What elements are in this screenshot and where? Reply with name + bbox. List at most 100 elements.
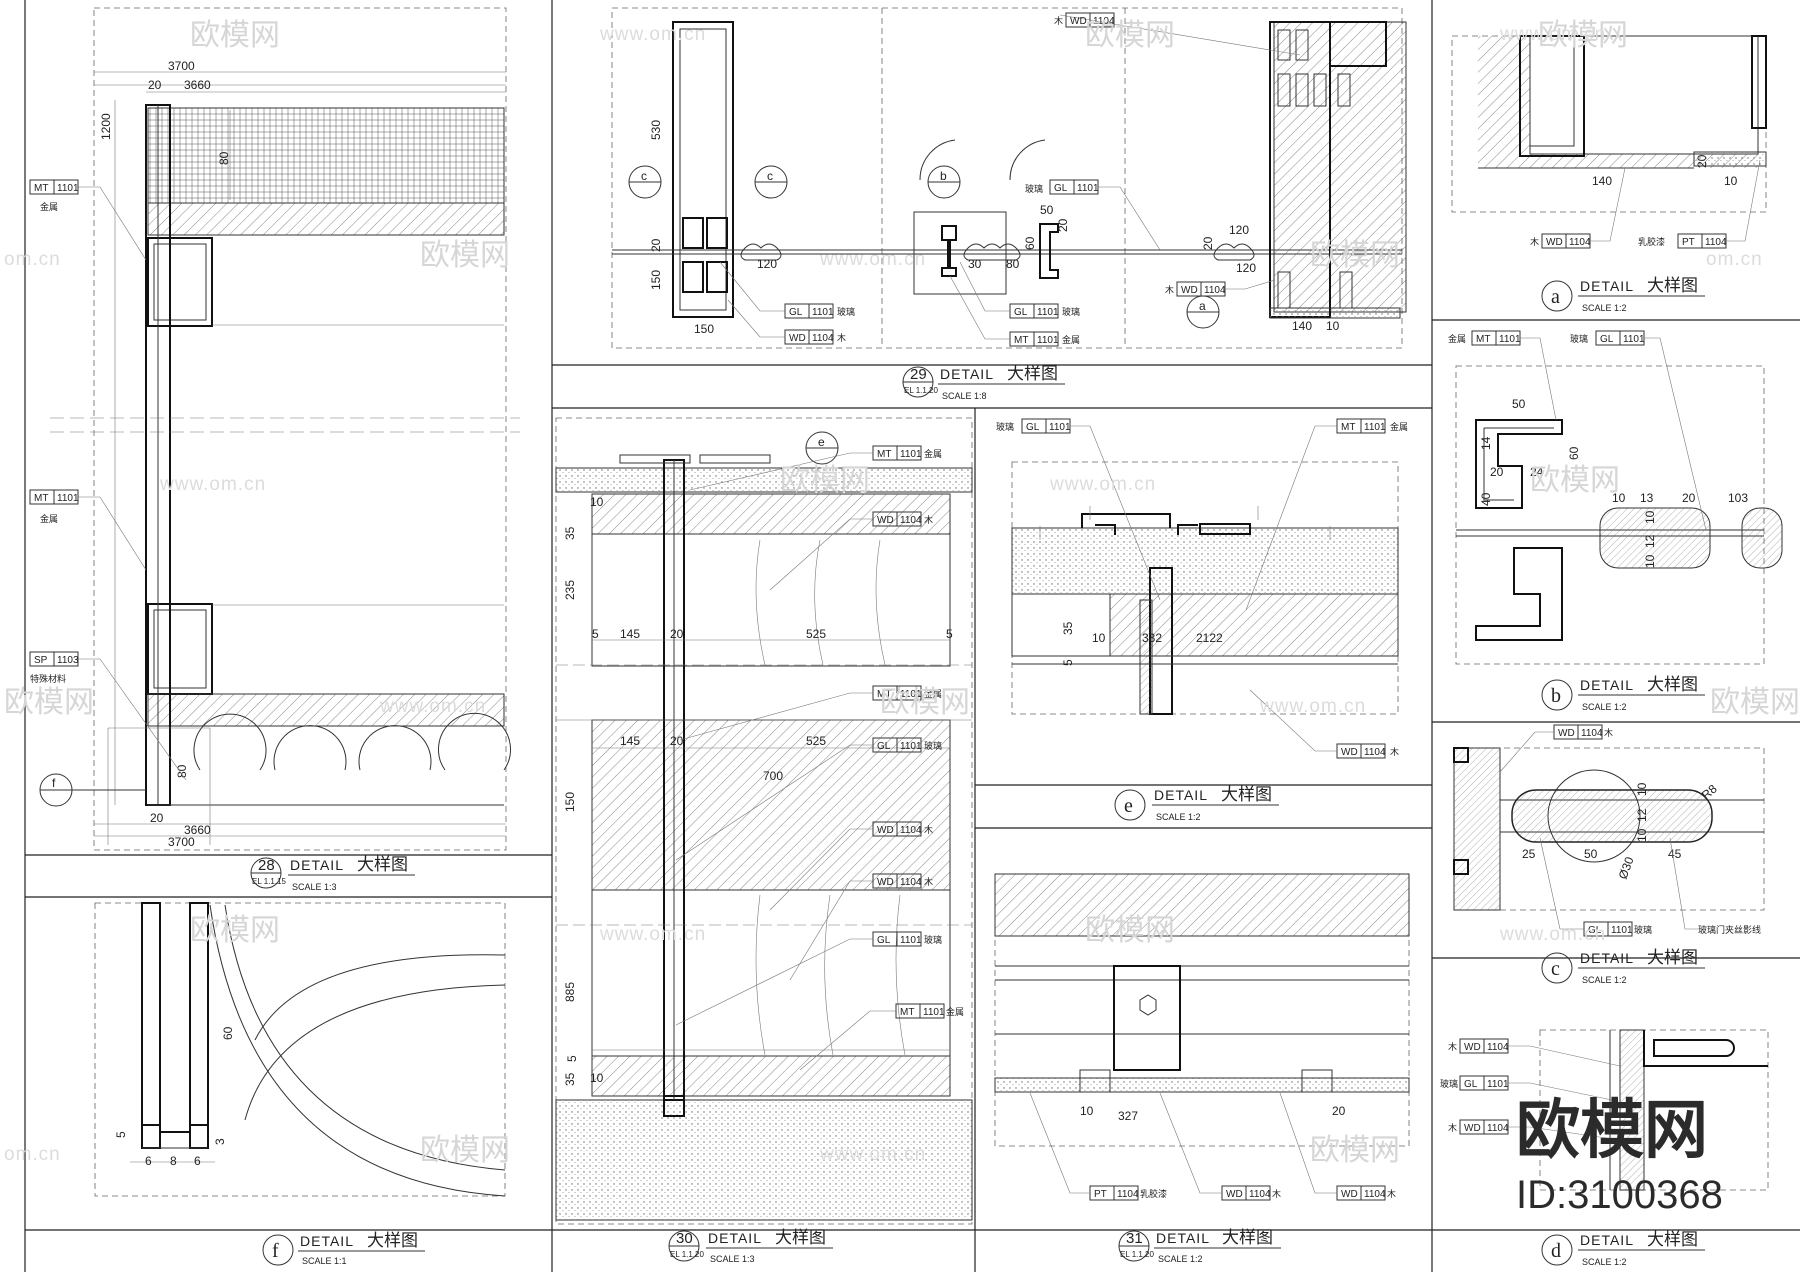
svg-text:木: 木 (924, 824, 933, 836)
svg-text:1101: 1101 (1037, 335, 1059, 346)
panel-c-title: c DETAIL 大样图 SCALE 1:2 (1541, 948, 1705, 985)
svg-text:金属: 金属 (1390, 421, 1408, 433)
svg-text:12: 12 (1635, 808, 1649, 822)
svg-text:50: 50 (1584, 847, 1598, 861)
svg-text:DETAIL: DETAIL (1154, 787, 1208, 803)
watermark-url: om.cn (1706, 249, 1763, 270)
watermark-url: www.om.cn (159, 474, 266, 495)
watermark-logo: 欧模网 (420, 238, 510, 273)
svg-text:大样图: 大样图 (1647, 276, 1698, 296)
svg-text:10: 10 (590, 495, 604, 509)
svg-text:玻璃: 玻璃 (924, 740, 942, 752)
svg-text:b: b (1551, 685, 1561, 707)
svg-text:DETAIL: DETAIL (1156, 1230, 1210, 1246)
watermark-logo: 欧模网 (190, 913, 280, 948)
panel-a-drawing (1451, 35, 1767, 213)
svg-text:WD: WD (877, 515, 894, 526)
svg-text:大样图: 大样图 (1647, 948, 1698, 968)
svg-text:3: 3 (213, 1138, 227, 1145)
svg-text:5: 5 (114, 1131, 128, 1138)
svg-text:1104: 1104 (1705, 237, 1727, 248)
panel-29-marks: c c b a (628, 165, 1220, 329)
svg-text:10: 10 (1643, 510, 1657, 524)
watermark-url: www.om.cn (1499, 24, 1606, 45)
panel-f-title: f DETAIL 大样图 SCALE 1:1 (262, 1231, 425, 1266)
svg-text:DETAIL: DETAIL (1580, 950, 1634, 966)
panel-a-dims: 140 10 20 (1592, 154, 1738, 188)
panel-b-title: b DETAIL 大样图 SCALE 1:2 (1541, 675, 1705, 712)
svg-text:PT: PT (1094, 1189, 1107, 1200)
dim: 80 (217, 151, 231, 165)
svg-text:120: 120 (1229, 223, 1249, 237)
svg-text:45: 45 (1668, 847, 1682, 861)
svg-text:玻璃: 玻璃 (1025, 183, 1043, 195)
watermark-url: om.cn (4, 249, 61, 270)
watermark-logo: 欧模网 (1538, 18, 1628, 53)
svg-text:GL: GL (877, 741, 891, 752)
watermark-logo: 欧模网 (1310, 238, 1400, 273)
svg-text:DETAIL: DETAIL (1580, 1232, 1634, 1248)
svg-text:DETAIL: DETAIL (940, 366, 994, 382)
svg-text:10: 10 (1724, 174, 1738, 188)
svg-text:a: a (1551, 286, 1560, 308)
svg-text:10: 10 (1612, 491, 1626, 505)
dim: 3700 (168, 835, 195, 849)
svg-text:木: 木 (1272, 1188, 1281, 1200)
svg-text:1101: 1101 (923, 1007, 945, 1018)
brand-name: 欧模网 (1516, 1094, 1708, 1168)
svg-text:d: d (1551, 1240, 1561, 1262)
panel-e-title: e DETAIL 大样图 SCALE 1:2 (1114, 785, 1279, 822)
svg-text:SCALE 1:2: SCALE 1:2 (1582, 702, 1627, 712)
svg-text:大样图: 大样图 (1647, 1230, 1698, 1250)
dim: 3660 (184, 78, 211, 92)
panel-b-drawing (1455, 365, 1783, 665)
svg-text:150: 150 (694, 322, 714, 336)
dim: 3700 (168, 59, 195, 73)
svg-text:玻璃: 玻璃 (1570, 333, 1588, 345)
svg-text:20: 20 (670, 734, 684, 748)
panel-c-drawing (1453, 747, 1765, 911)
svg-text:大样图: 大样图 (1007, 364, 1058, 384)
section-mark-b: b (927, 165, 961, 199)
panel-28-title: 28 EL 1.1.15 DETAIL 大样图 SCALE 1:3 (250, 855, 415, 892)
svg-text:332: 332 (1142, 631, 1162, 645)
svg-text:GL: GL (1464, 1079, 1478, 1090)
detail-scale: SCALE 1:3 (292, 882, 337, 892)
svg-text:SCALE 1:3: SCALE 1:3 (710, 1254, 755, 1264)
svg-text:c: c (1551, 958, 1560, 980)
svg-text:a: a (1199, 299, 1206, 313)
svg-text:1101: 1101 (900, 689, 922, 700)
panel-29-drawing (611, 7, 1407, 349)
svg-text:20: 20 (1332, 1104, 1346, 1118)
svg-text:10: 10 (1635, 782, 1649, 796)
svg-text:30: 30 (676, 1230, 693, 1247)
panel-28-drawing (50, 7, 520, 851)
svg-text:乳胶漆: 乳胶漆 (1638, 236, 1665, 248)
svg-text:120: 120 (1236, 261, 1256, 275)
svg-text:1101: 1101 (900, 935, 922, 946)
svg-text:WD: WD (789, 333, 806, 344)
panel-e-dims: 35 10 332 2122 5 (1061, 621, 1223, 666)
svg-text:1104: 1104 (1093, 16, 1115, 27)
svg-text:DETAIL: DETAIL (300, 1233, 354, 1249)
svg-text:35: 35 (563, 526, 577, 540)
svg-text:1101: 1101 (1487, 1079, 1509, 1090)
svg-text:金属: 金属 (40, 513, 58, 525)
svg-text:140: 140 (1592, 174, 1612, 188)
svg-text:60: 60 (1567, 446, 1581, 460)
svg-text:b: b (940, 169, 947, 183)
svg-text:145: 145 (620, 734, 640, 748)
